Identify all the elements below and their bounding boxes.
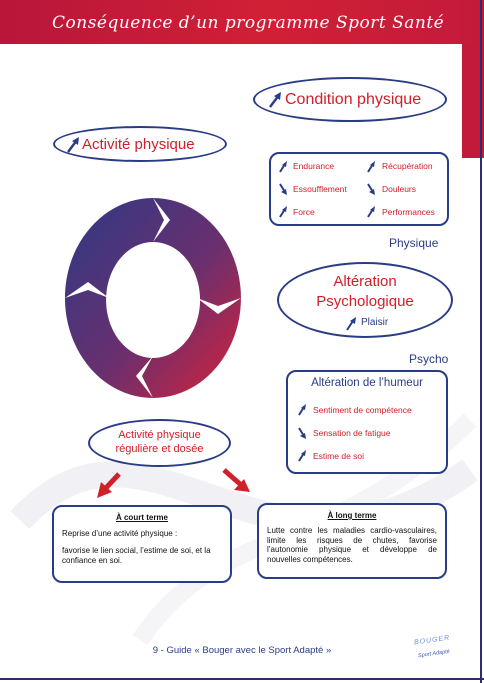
bottom-border-line bbox=[0, 678, 484, 680]
physique-item: Récupération bbox=[382, 161, 433, 171]
court-terme-line2: favorise le lien social, l’estime de soi… bbox=[62, 546, 211, 565]
arrow-up-icon bbox=[67, 137, 79, 153]
arrow-up-icon bbox=[367, 161, 375, 173]
alteration-line2: Psychologique bbox=[316, 293, 414, 310]
right-accent-bar bbox=[462, 44, 484, 158]
court-terme-box: À court terme Reprise d’une activité phy… bbox=[52, 505, 232, 583]
page-title: Conséquence d’un programme Sport Santé bbox=[52, 13, 445, 33]
right-border-line bbox=[480, 0, 482, 683]
arrow-up-icon bbox=[269, 92, 281, 108]
activite-physique-label: Activité physique bbox=[82, 136, 195, 153]
reguliere-line2: régulière et dosée bbox=[115, 443, 204, 455]
footer-text: 9 - Guide « Bouger avec le Sport Adapté … bbox=[152, 645, 332, 656]
long-terme-text: Lutte contre les maladies cardio-vascula… bbox=[267, 526, 437, 564]
physique-item: Endurance bbox=[293, 161, 335, 171]
arrow-down-icon bbox=[367, 183, 375, 195]
condition-physique-oval: Condition physique bbox=[253, 77, 447, 122]
humeur-title: Altération de l’humeur bbox=[311, 377, 423, 389]
cycle-ring-icon bbox=[64, 198, 241, 398]
physique-item: Douleurs bbox=[382, 184, 417, 194]
activite-physique-oval: Activité physique bbox=[53, 126, 227, 162]
physique-item: Force bbox=[293, 207, 315, 217]
humeur-item: Sentiment de compétence bbox=[313, 405, 412, 415]
arrow-up-icon bbox=[279, 206, 287, 218]
arrow-up-icon bbox=[298, 450, 306, 462]
physique-box: Endurance Essoufflement Force Récupérati… bbox=[269, 152, 449, 226]
plaisir-label: Plaisir bbox=[361, 317, 389, 328]
court-terme-title: À court terme bbox=[115, 513, 168, 522]
arrow-up-icon bbox=[367, 206, 375, 218]
bouger-logo: BOUGER Sport Adapté bbox=[412, 633, 462, 667]
header-banner: Conséquence d’un programme Sport Santé bbox=[0, 0, 484, 44]
reguliere-oval: Activité physique régulière et dosée bbox=[88, 419, 231, 467]
condition-physique-label: Condition physique bbox=[285, 91, 422, 108]
physique-item: Essoufflement bbox=[293, 184, 347, 194]
red-arrow-right-icon bbox=[222, 468, 250, 492]
court-terme-line1: Reprise d’une activité physique : bbox=[62, 529, 178, 538]
reguliere-line1: Activité physique bbox=[118, 429, 201, 441]
humeur-box: Altération de l’humeur Sentiment de comp… bbox=[286, 370, 448, 474]
arrow-up-icon bbox=[346, 317, 356, 331]
logo-line2: Sport Adapté bbox=[417, 648, 451, 660]
humeur-item: Sensation de fatigue bbox=[313, 428, 391, 438]
psycho-caption: Psycho bbox=[409, 352, 449, 366]
physique-caption: Physique bbox=[389, 236, 439, 250]
arrow-up-icon bbox=[279, 161, 287, 173]
physique-item: Performances bbox=[382, 207, 435, 217]
arrow-down-icon bbox=[279, 183, 287, 195]
alteration-line1: Altération bbox=[333, 273, 397, 290]
red-arrow-left-icon bbox=[97, 472, 121, 498]
arrow-up-icon bbox=[298, 404, 306, 416]
logo-line1: BOUGER bbox=[413, 634, 451, 647]
long-terme-box: À long terme Lutte contre les maladies c… bbox=[257, 503, 447, 579]
humeur-item: Estime de soi bbox=[313, 451, 365, 461]
arrow-down-icon bbox=[298, 427, 306, 439]
long-terme-title: À long terme bbox=[327, 511, 377, 520]
alteration-psychologique-oval: Altération Psychologique Plaisir bbox=[277, 262, 453, 338]
